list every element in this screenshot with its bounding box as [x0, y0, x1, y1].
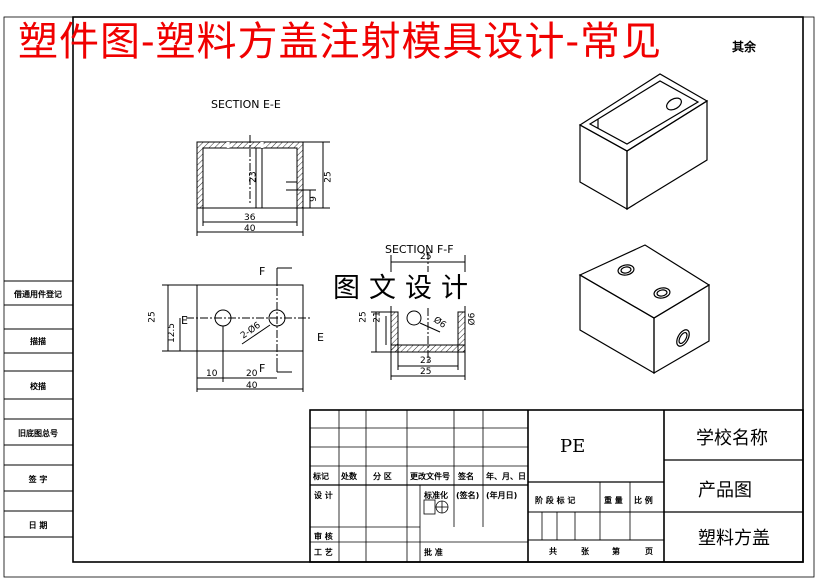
- rev-header-mark: 标记: [313, 472, 329, 481]
- side-label-signature: 签 字: [28, 475, 48, 484]
- iso-open-box: [578, 73, 709, 211]
- watermark: 图文设计: [330, 272, 480, 306]
- school-name: 学校名称: [696, 428, 768, 449]
- sheet-note: 其余: [732, 40, 757, 54]
- dim-inner-height: 23: [248, 171, 259, 183]
- side-column: [4, 280, 73, 538]
- dim-plan-width: 40: [246, 381, 258, 391]
- banner-title: 塑件图-塑料方盖注射模具设计-常见: [18, 19, 663, 65]
- title-block: [309, 409, 804, 563]
- sheet-total-prefix: 共: [549, 547, 557, 556]
- rev-header-doc: 更改文件号: [410, 472, 450, 481]
- part-name: 塑料方盖: [698, 528, 770, 549]
- dim-outer-height: 25: [323, 171, 334, 183]
- sheet-index-suffix: 页: [645, 547, 653, 556]
- material-value: PE: [560, 436, 586, 457]
- weight-header: 重 量: [604, 496, 623, 505]
- dim-plan-half-height: 12.5: [167, 322, 178, 344]
- rev-header-sign: 签名: [458, 472, 474, 481]
- rev-header-zone: 分 区: [373, 472, 392, 481]
- side-label-trace: 描描: [30, 337, 46, 346]
- dim-outer-width: 40: [244, 224, 256, 234]
- date-label: (年月日): [486, 491, 518, 500]
- sign-label: (签名): [456, 491, 480, 500]
- dim-left-offset: 10: [206, 369, 218, 379]
- cut-mark-f-top: F: [259, 265, 266, 278]
- side-label-date: 日 期: [28, 521, 48, 530]
- scale-header: 比 例: [634, 496, 653, 505]
- dim-f-inner-height: 21: [372, 311, 383, 323]
- side-label-registry: 借通用件登记: [14, 290, 62, 299]
- dim-f-height: 25: [358, 311, 369, 323]
- rev-header-count: 处数: [341, 472, 357, 481]
- dim-inner-width: 36: [244, 213, 256, 223]
- side-label-check: 校描: [30, 382, 46, 391]
- section-f-view: [371, 252, 466, 380]
- cut-mark-e-right: E: [317, 331, 324, 344]
- approve-label: 批 准: [424, 548, 443, 557]
- plan-view: [162, 267, 312, 392]
- process-label: 工 艺: [314, 548, 333, 557]
- dim-f-side-hole: Ø6: [467, 312, 478, 326]
- dim-f-outer-width: 25: [420, 367, 432, 377]
- drawing-type: 产品图: [698, 480, 752, 501]
- side-label-old-number: 旧底图总号: [18, 429, 58, 438]
- dim-hole-height: 9: [308, 196, 319, 202]
- sheet-index-prefix: 第: [612, 547, 620, 556]
- cut-mark-e-left: E: [181, 314, 188, 327]
- design-label: 设 计: [314, 491, 333, 500]
- section-e-view: [196, 135, 330, 236]
- section-f-title: SECTION F-F: [385, 243, 454, 256]
- standard-label: 标准化: [424, 491, 448, 500]
- cut-mark-f-bottom: F: [259, 362, 266, 375]
- iso-block: [578, 244, 711, 375]
- rev-header-date: 年、月、日: [486, 472, 526, 481]
- review-label: 审 核: [314, 532, 333, 541]
- dim-f-top: 25: [420, 252, 432, 262]
- dim-pitch: 20: [246, 369, 258, 379]
- stage-header: 阶 段 标 记: [535, 496, 576, 505]
- dim-f-inner-width: 23: [420, 356, 432, 366]
- sheet-total-suffix: 张: [581, 547, 589, 556]
- section-e-title: SECTION E-E: [211, 98, 281, 111]
- dim-plan-height: 25: [147, 311, 158, 323]
